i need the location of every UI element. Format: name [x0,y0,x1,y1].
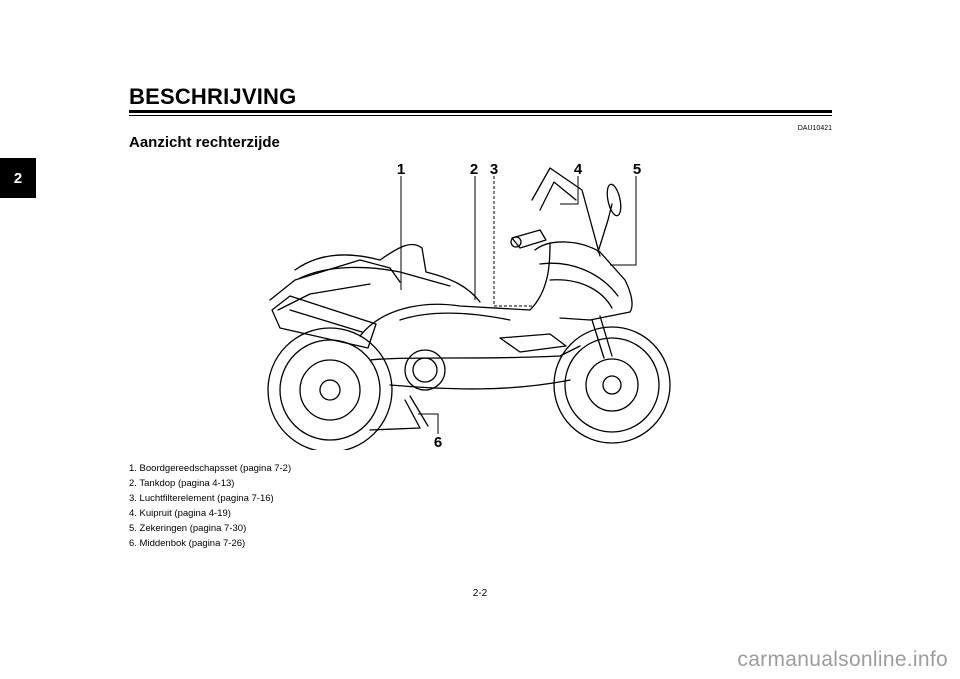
scooter-illustration: 1 2 3 4 5 6 [250,160,690,453]
exhaust [271,295,377,349]
title-rule-thin [129,115,832,116]
scooter-drawing: 1 2 3 4 5 6 [267,161,671,453]
callout-legend: 1. Boordgereedschapsset (pagina 7-2) 2. … [129,461,291,551]
callout-1: 1 [397,161,405,178]
chapter-number: 2 [13,169,23,187]
rear-wheel [267,327,393,453]
front-cowl [534,241,633,321]
legend-item: 2. Tankdop (pagina 4-13) [129,478,235,489]
front-wheel [553,326,671,444]
callout-4: 4 [574,161,583,178]
legend-item: 4. Kuipruit (pagina 4-19) [129,508,231,519]
leader-4 [560,176,579,205]
mirror [606,183,622,217]
watermark: carmanualsonline.info [737,648,948,671]
callout-5: 5 [633,161,641,178]
leader-5 [610,176,637,266]
subtitle: Aanzicht rechterzijde [129,134,280,151]
doc-code: DAU10421 [797,125,832,132]
legend-item: 3. Luchtfilterelement (pagina 7-16) [129,493,274,504]
center-stand [369,399,421,431]
title-rule [129,110,832,113]
chapter-tab: 2 [0,158,36,198]
seat [294,243,481,303]
page-number: 2-2 [472,588,488,599]
legend-item: 1. Boordgereedschapsset (pagina 7-2) [129,463,292,474]
body-panel [359,243,551,337]
callout-6: 6 [434,434,442,450]
leader-3 [493,176,534,307]
engine-cover [404,349,446,391]
section-title: BESCHRIJVING [129,84,297,109]
legend-item: 6. Middenbok (pagina 7-26) [129,538,246,549]
callout-3: 3 [490,161,498,178]
legend-item: 5. Zekeringen (pagina 7-30) [129,523,247,534]
callout-2: 2 [470,161,478,178]
windscreen [531,167,601,257]
leader-6 [418,413,439,434]
